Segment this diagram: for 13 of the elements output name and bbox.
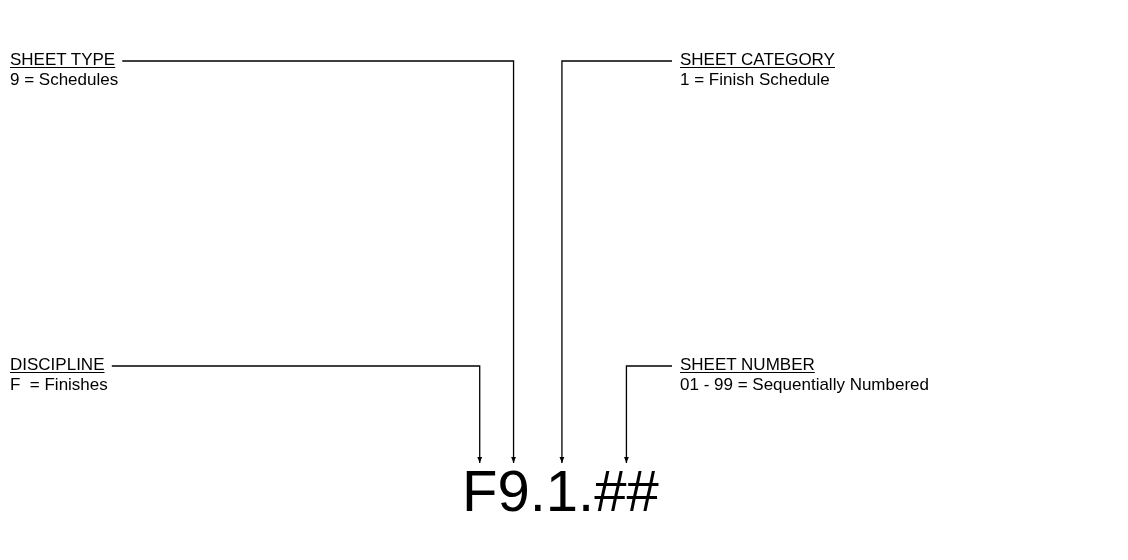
callout-description: 9 = Schedules xyxy=(10,70,119,90)
callout-description: F = Finishes xyxy=(10,375,108,395)
callout-heading: SHEET NUMBER xyxy=(680,355,815,375)
leader-line xyxy=(121,60,516,464)
leader-line xyxy=(111,365,483,464)
leader-line xyxy=(624,365,673,464)
callout-description: 01 - 99 = Sequentially Numbered xyxy=(680,375,929,395)
callout-heading: DISCIPLINE xyxy=(10,355,105,375)
callout-description: 1 = Finish Schedule xyxy=(680,70,830,90)
callout-heading: SHEET CATEGORY xyxy=(680,50,835,70)
callout-heading: SHEET TYPE xyxy=(10,50,116,70)
leader-line xyxy=(559,60,673,464)
sheet-number-code: F9.1.## xyxy=(462,462,659,520)
